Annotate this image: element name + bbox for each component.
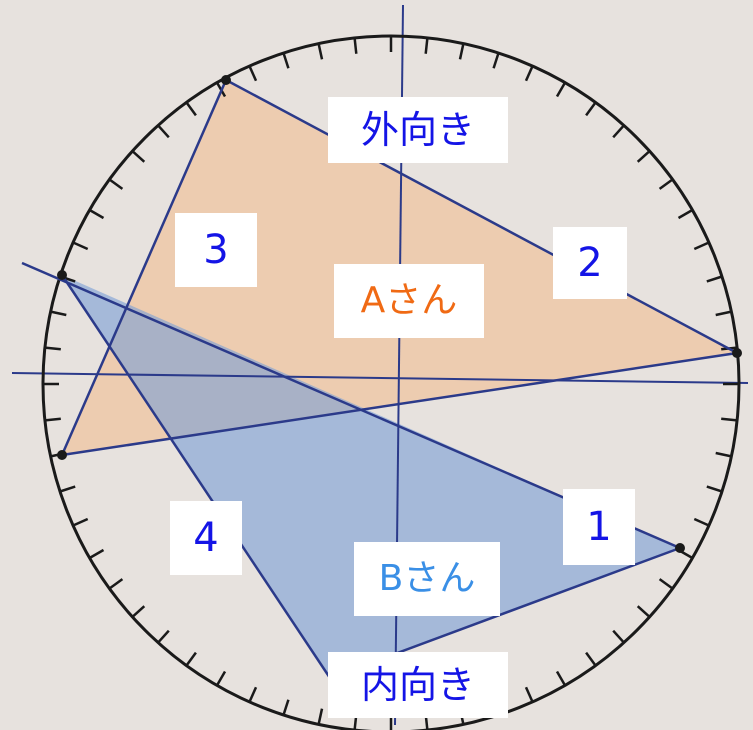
circle-tick <box>317 708 324 725</box>
circle-tick <box>424 37 429 54</box>
circle-tick <box>72 517 89 527</box>
circle-tick <box>157 629 170 644</box>
circle-tick <box>248 65 258 82</box>
circle-tick <box>693 241 710 251</box>
chord-line-2 <box>225 78 738 355</box>
circle-ticks <box>43 36 739 730</box>
circle-tick <box>555 670 567 687</box>
circle-tick <box>721 417 738 422</box>
circle-tick <box>585 651 597 667</box>
circle-tick <box>353 37 358 54</box>
circle-tick <box>612 629 625 644</box>
chord-line-base-a <box>61 351 738 457</box>
circle-tick <box>636 605 651 618</box>
circle-tick <box>612 124 625 139</box>
circle-tick <box>492 52 500 69</box>
circle-tick <box>524 686 534 703</box>
circle-tick <box>59 485 76 493</box>
circle-tick <box>72 241 89 251</box>
circle-tick <box>185 651 197 667</box>
circle-tick <box>524 65 534 82</box>
circle-tick <box>131 150 146 163</box>
circle-tick <box>131 605 146 618</box>
circle-tick <box>185 101 197 117</box>
circle-tick <box>88 548 105 560</box>
inward-label: 内向き <box>328 652 508 718</box>
circle-tick <box>44 346 61 351</box>
circle-tick <box>108 578 124 590</box>
chord-line-3 <box>60 79 228 456</box>
circle-tick <box>108 178 124 190</box>
circle-tick <box>88 208 105 220</box>
line-label-2: 2 <box>553 227 627 299</box>
circle-tick <box>215 670 227 687</box>
circle-tick <box>282 52 290 69</box>
circle-tick <box>585 101 597 117</box>
circle-tick <box>715 451 732 458</box>
circle-tick <box>248 686 258 703</box>
point-right <box>732 348 742 358</box>
line-label-1: 1 <box>563 489 635 565</box>
circle-tick <box>555 81 567 98</box>
circle-tick <box>44 417 61 422</box>
circle-tick <box>282 699 290 716</box>
person-b-label: Bさん <box>354 542 500 616</box>
point-top <box>221 75 231 85</box>
circle-tick <box>157 124 170 139</box>
circle-tick <box>693 517 710 527</box>
circle-tick <box>50 310 67 317</box>
line-label-3: 3 <box>175 213 257 287</box>
circle-tick <box>677 208 694 220</box>
horizontal-axis <box>11 372 749 384</box>
circle-tick <box>706 485 723 493</box>
line-label-4: 4 <box>170 501 242 575</box>
circle-tick <box>317 43 324 60</box>
point-left-lower <box>57 450 67 460</box>
point-right-lower <box>675 543 685 553</box>
circle-tick <box>706 275 723 283</box>
circle-tick <box>715 310 732 317</box>
circle-tick <box>658 178 674 190</box>
chord-line-4 <box>60 274 332 679</box>
circle-tick <box>636 150 651 163</box>
person-a-label: Aさん <box>334 264 484 338</box>
outward-label: 外向き <box>328 97 508 163</box>
circle-tick <box>658 578 674 590</box>
point-left-upper <box>57 270 67 280</box>
circle-tick <box>458 43 465 60</box>
